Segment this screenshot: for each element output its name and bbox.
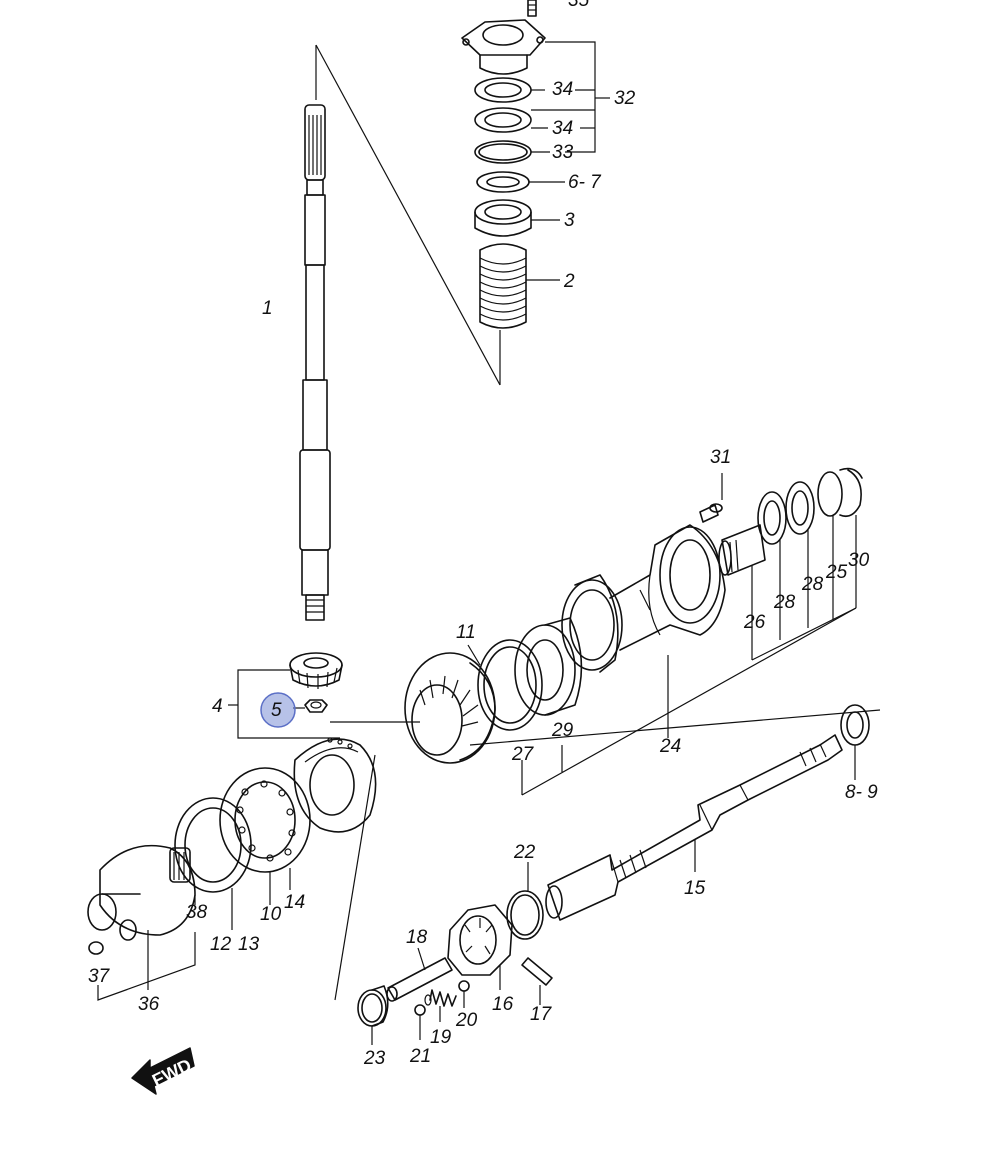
- callout-16[interactable]: 16: [492, 994, 514, 1015]
- o-ring-part-25[interactable]: [817, 471, 843, 517]
- seal-part-28-a[interactable]: [757, 491, 787, 545]
- callout-5[interactable]: 5: [271, 700, 282, 721]
- washer-part-8-9[interactable]: [840, 704, 870, 746]
- clutch-part-16[interactable]: [447, 904, 513, 976]
- drive-shaft-part[interactable]: [299, 104, 331, 621]
- callout-21[interactable]: 21: [409, 1046, 431, 1067]
- callout-20[interactable]: 20: [455, 1010, 478, 1031]
- callout-23[interactable]: 23: [363, 1048, 386, 1069]
- nut-part-5[interactable]: [304, 699, 328, 713]
- callout-17[interactable]: 17: [530, 1004, 553, 1025]
- callout-6-7[interactable]: 6- 7: [568, 172, 602, 193]
- propeller-shaft-bearing-housing-part-36[interactable]: [87, 844, 196, 941]
- callout-13[interactable]: 13: [238, 934, 260, 955]
- bellows-part-2[interactable]: [479, 243, 527, 329]
- callout-1[interactable]: 1: [262, 298, 273, 319]
- screw-part-31[interactable]: [699, 503, 723, 523]
- spring-part-19[interactable]: [424, 989, 457, 1007]
- callout-15[interactable]: 15: [684, 878, 706, 899]
- callout-14[interactable]: 14: [284, 892, 305, 913]
- needle-bearing-part-26[interactable]: [718, 524, 766, 576]
- selected-callout-highlight: [260, 692, 296, 728]
- callout-27[interactable]: 27: [511, 744, 535, 765]
- callout-33[interactable]: 33: [552, 142, 574, 163]
- callout-35[interactable]: 35: [568, 0, 590, 11]
- callout-28-b[interactable]: 28: [773, 592, 796, 613]
- seal-part-34-lower[interactable]: [474, 107, 532, 133]
- callout-37[interactable]: 37: [88, 966, 111, 987]
- ball-part-20[interactable]: [458, 980, 470, 992]
- callout-30[interactable]: 30: [848, 550, 870, 571]
- pinion-gear-part-4[interactable]: [289, 652, 343, 689]
- ball-part-21[interactable]: [414, 1004, 426, 1016]
- forward-gear-part-10[interactable]: [293, 737, 377, 833]
- bearing-part-29[interactable]: [514, 617, 583, 716]
- callout-26[interactable]: 26: [743, 612, 766, 633]
- propeller-shaft-housing-part-24[interactable]: [561, 524, 726, 673]
- shim-part-27[interactable]: [477, 639, 543, 731]
- o-ring-part-33[interactable]: [474, 140, 532, 164]
- callout-38[interactable]: 38: [186, 902, 208, 923]
- callout-10[interactable]: 10: [260, 904, 282, 925]
- fwd-direction-arrow: FWD: [131, 1047, 195, 1095]
- callout-34-lower[interactable]: 34: [552, 118, 573, 139]
- bolt-part-35[interactable]: [527, 0, 537, 17]
- callout-19[interactable]: 19: [430, 1027, 452, 1048]
- callout-18[interactable]: 18: [406, 927, 428, 948]
- pin-part-17[interactable]: [521, 957, 553, 986]
- callout-29[interactable]: 29: [551, 720, 574, 741]
- callout-36[interactable]: 36: [138, 994, 160, 1015]
- callout-4[interactable]: 4: [212, 696, 223, 717]
- thrust-bearing-part-14[interactable]: [219, 767, 311, 873]
- shift-slider-part-18[interactable]: [386, 957, 453, 1002]
- callout-32[interactable]: 32: [614, 88, 636, 109]
- shim-part-6-7[interactable]: [476, 171, 530, 193]
- propeller-shaft-part-15[interactable]: [545, 734, 843, 921]
- callout-11[interactable]: 11: [456, 622, 476, 643]
- circlip-part-30[interactable]: [839, 467, 863, 518]
- callout-24[interactable]: 24: [659, 736, 681, 757]
- pump-housing-part[interactable]: [461, 19, 546, 75]
- thrust-washer-part-12-13[interactable]: [174, 797, 252, 893]
- seal-part-28-b[interactable]: [785, 481, 815, 535]
- callout-31[interactable]: 31: [710, 447, 731, 468]
- callout-34-upper[interactable]: 34: [552, 79, 573, 100]
- callout-3[interactable]: 3: [564, 210, 575, 231]
- reverse-gear-part-11[interactable]: [404, 652, 496, 764]
- callout-25[interactable]: 25: [825, 562, 848, 583]
- snap-ring-part-22[interactable]: [506, 890, 544, 940]
- callout-28-a[interactable]: 28: [801, 574, 824, 595]
- callout-2[interactable]: 2: [563, 271, 575, 292]
- bearing-part-3[interactable]: [474, 199, 532, 237]
- pin-part-37[interactable]: [88, 941, 104, 955]
- push-rod-guide-part-23[interactable]: [357, 985, 389, 1027]
- callout-8-9[interactable]: 8- 9: [845, 782, 878, 803]
- callout-12[interactable]: 12: [210, 934, 232, 955]
- seal-part-34-upper[interactable]: [474, 77, 532, 103]
- callout-22[interactable]: 22: [513, 842, 536, 863]
